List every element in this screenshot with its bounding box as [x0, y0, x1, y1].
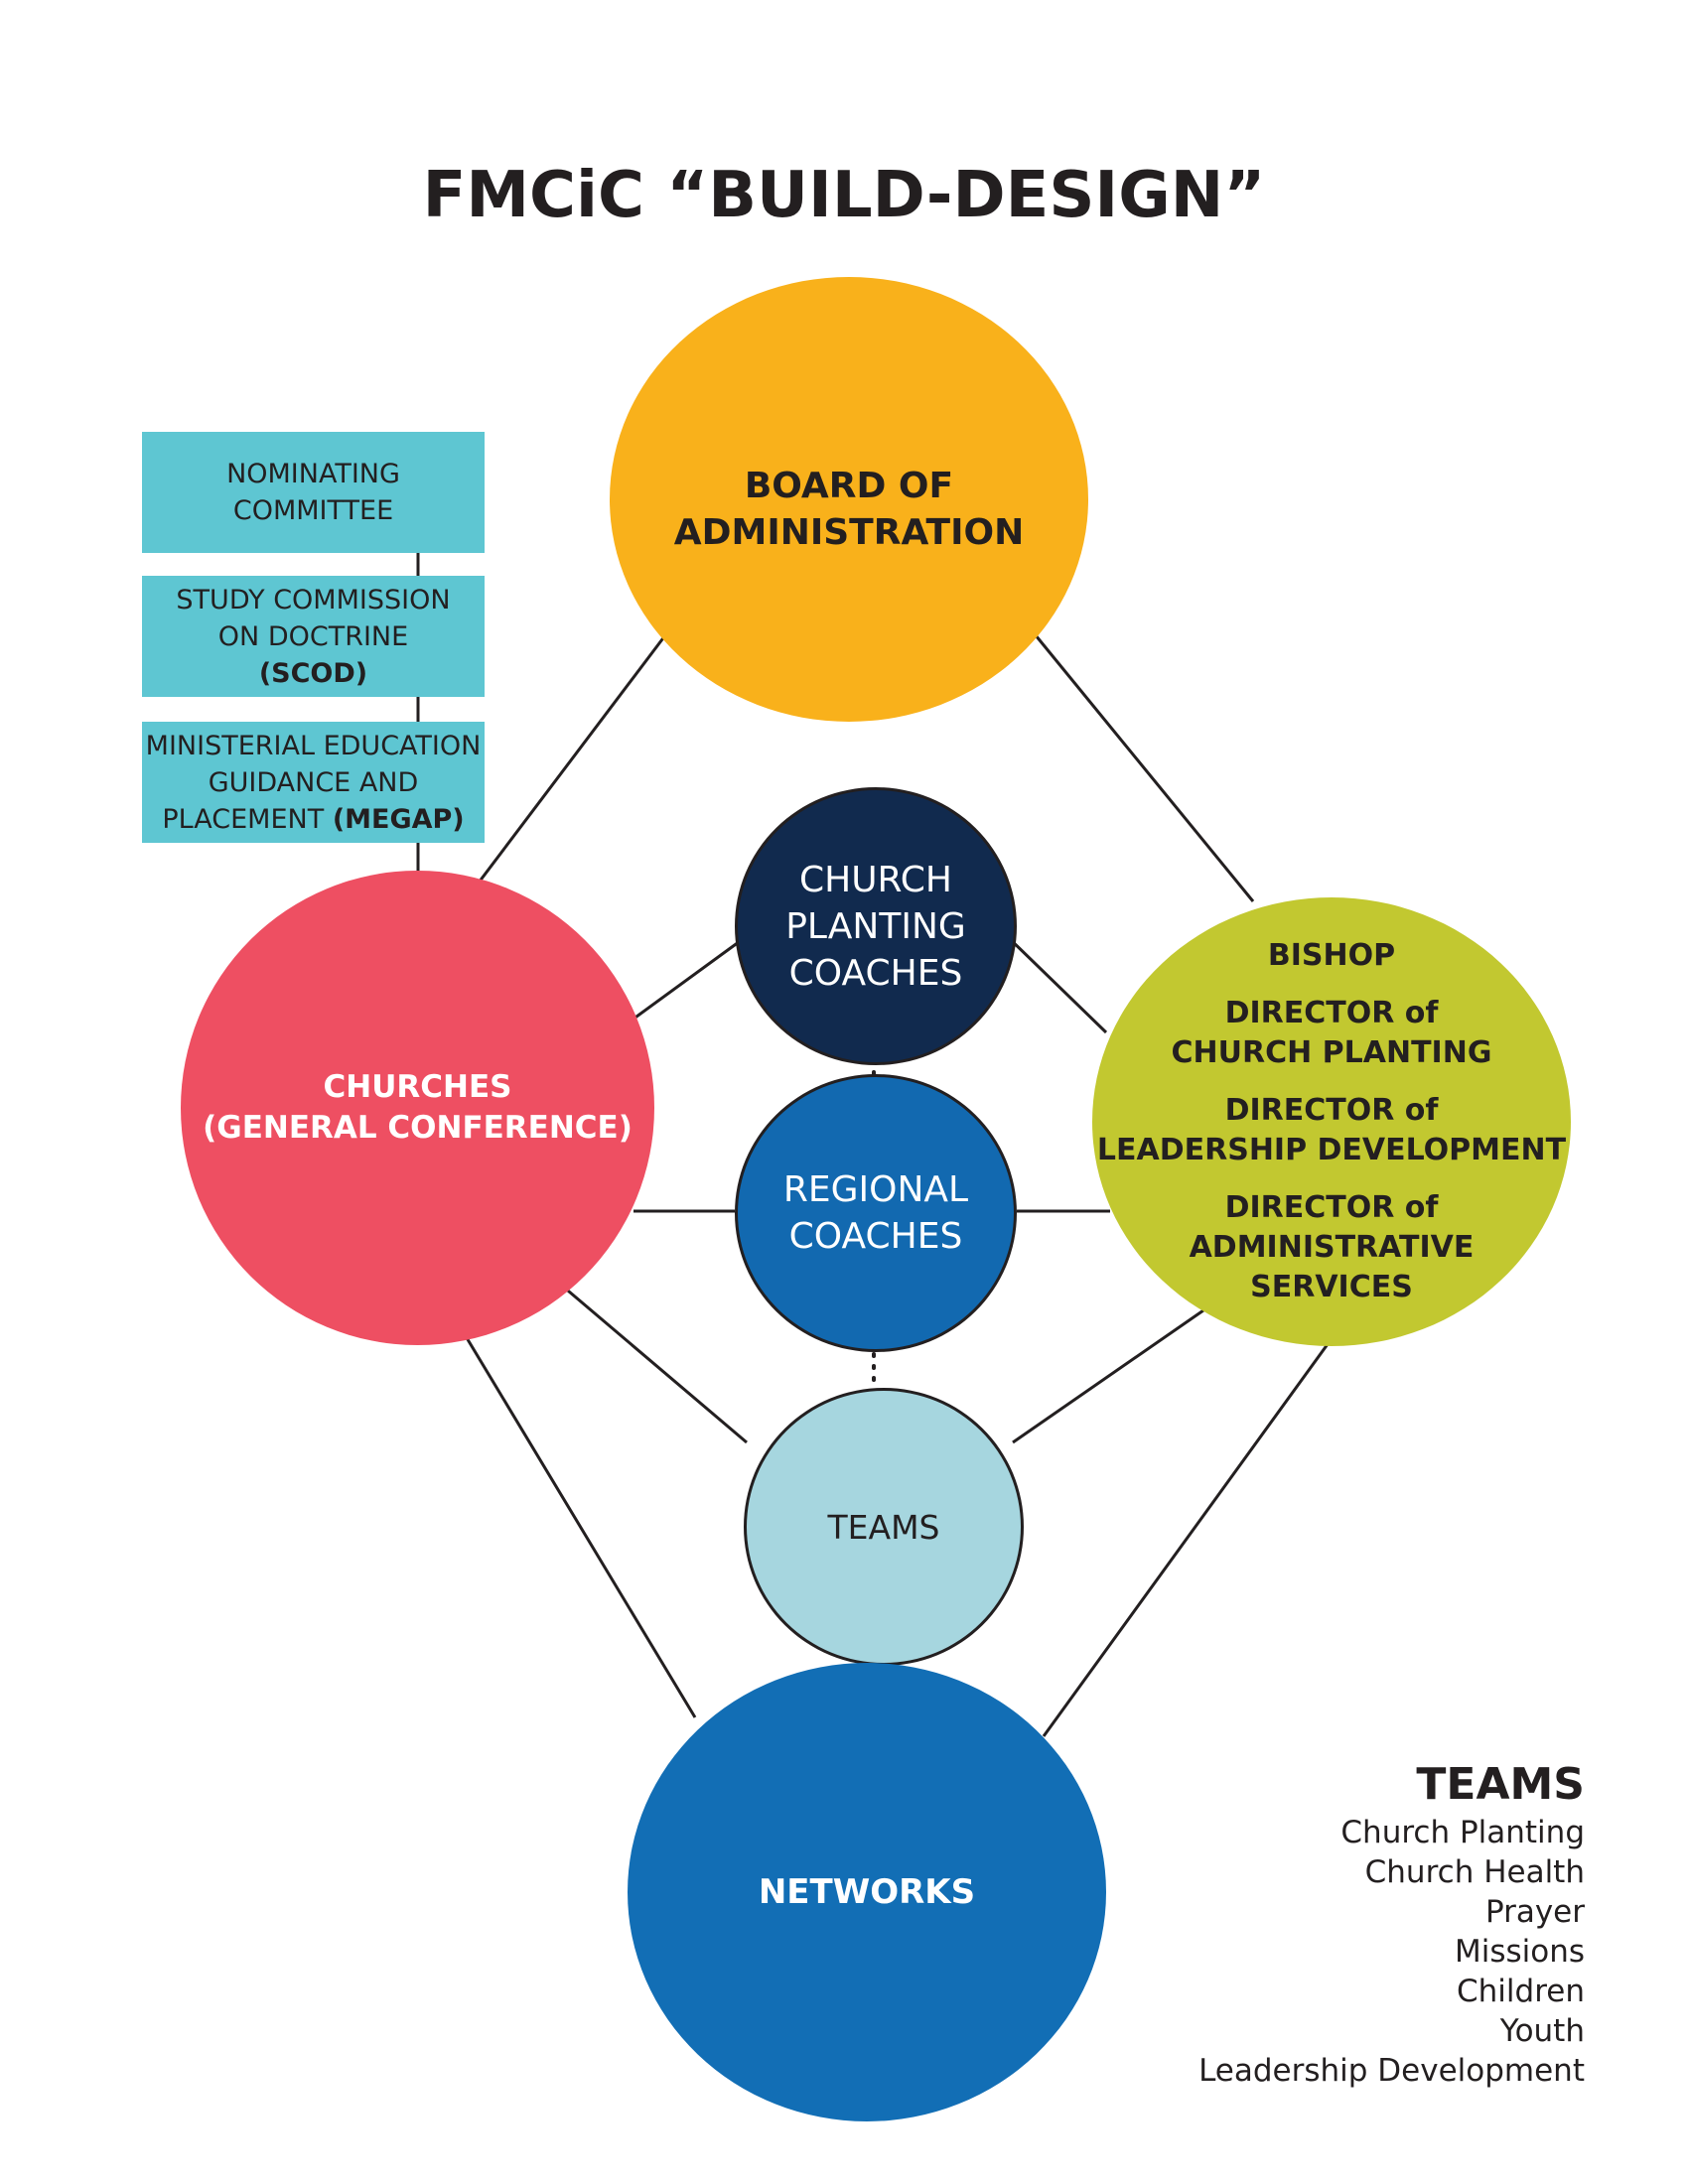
legend-item: Leadership Development — [1198, 2053, 1585, 2089]
teams-label: TEAMS — [827, 1507, 940, 1547]
church-planting-coaches-label: CHURCH PLANTING COACHES — [785, 859, 966, 994]
churches-circle: CHURCHES (GENERAL CONFERENCE) — [181, 871, 654, 1345]
legend-item: Missions — [1454, 1934, 1585, 1970]
line-teams-leaders — [1012, 1308, 1204, 1444]
scod-box: STUDY COMMISSION ON DOCTRINE (SCOD) — [142, 576, 485, 697]
board-label: BOARD OF ADMINISTRATION — [673, 466, 1025, 553]
scod-label: STUDY COMMISSION ON DOCTRINE — [176, 584, 451, 652]
diagram-title: FMCiC “BUILD-DESIGN” — [422, 159, 1266, 232]
megap-box: MINISTERIAL EDUCATION GUIDANCE AND PLACE… — [142, 722, 485, 843]
teams-circle: TEAMS — [744, 1388, 1024, 1666]
legend-item: Church Planting — [1340, 1815, 1585, 1850]
regional-coaches-circle: REGIONAL COACHES — [735, 1074, 1017, 1352]
nominating-committee-box: NOMINATING COMMITTEE — [142, 432, 485, 553]
line-churches-networks — [458, 1325, 697, 1718]
networks-circle: NETWORKS — [628, 1663, 1106, 2121]
bishop-label: BISHOP — [1267, 938, 1396, 973]
line-board-churches — [465, 634, 667, 899]
legend-title: TEAMS — [1416, 1759, 1585, 1810]
legend-item: Youth — [1499, 2013, 1585, 2049]
megap-abbr: (MEGAP) — [332, 803, 465, 835]
line-cpc-leaders — [1002, 931, 1108, 1034]
leadership-circle: BISHOP DIRECTOR of CHURCH PLANTING DIREC… — [1092, 897, 1571, 1346]
regional-coaches-label: REGIONAL COACHES — [782, 1169, 969, 1257]
line-leaders-networks — [1042, 1332, 1337, 1737]
churches-label: CHURCHES (GENERAL CONFERENCE) — [203, 1069, 633, 1146]
board-of-administration-circle: BOARD OF ADMINISTRATION — [610, 277, 1088, 722]
director-church-planting-label: DIRECTOR of CHURCH PLANTING — [1171, 996, 1492, 1070]
scod-abbr: (SCOD) — [258, 657, 368, 689]
church-planting-coaches-circle: CHURCH PLANTING COACHES — [735, 787, 1017, 1065]
director-leadership-development-label: DIRECTOR of LEADERSHIP DEVELOPMENT — [1096, 1093, 1567, 1167]
legend-item: Prayer — [1484, 1894, 1585, 1930]
director-administrative-services-label: DIRECTOR of ADMINISTRATIVE SERVICES — [1189, 1190, 1475, 1304]
networks-label: NETWORKS — [758, 1872, 976, 1912]
nominating-committee-label: NOMINATING COMMITTEE — [226, 459, 400, 526]
line-board-leaders — [1034, 634, 1255, 902]
legend-item: Church Health — [1364, 1854, 1585, 1890]
line-churches-cpc — [632, 937, 744, 1022]
teams-legend: TEAMS Church Planting Church Health Pray… — [1198, 1757, 1585, 2091]
megap-label: MINISTERIAL EDUCATION GUIDANCE AND PLACE… — [145, 730, 482, 835]
line-churches-teams — [561, 1284, 748, 1444]
legend-item: Children — [1457, 1974, 1585, 2009]
